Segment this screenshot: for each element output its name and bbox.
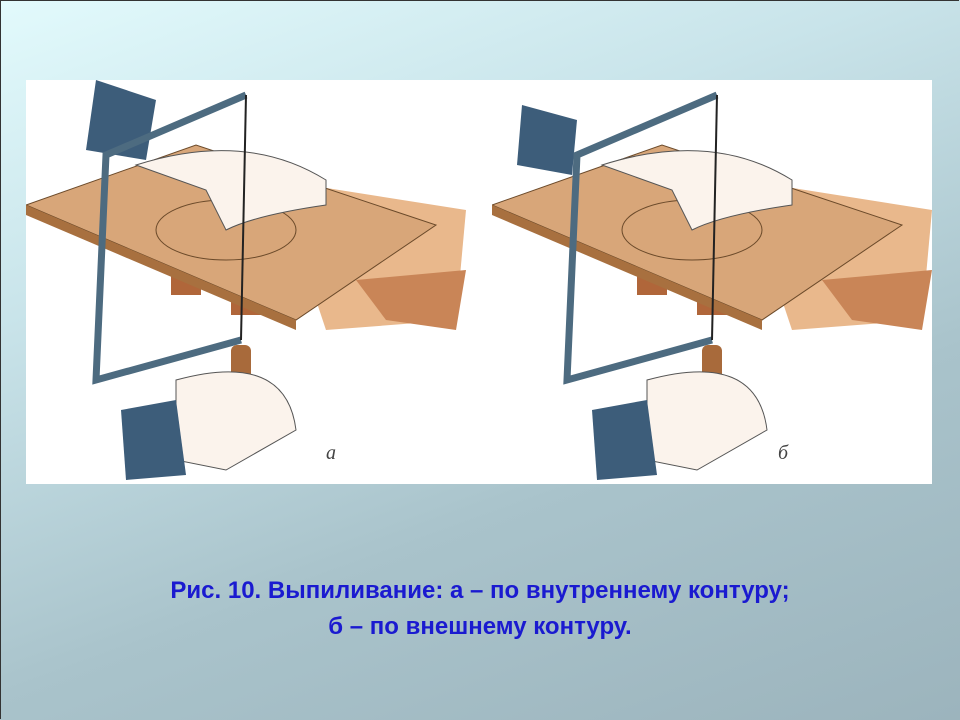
panel-b-label: б (778, 442, 789, 464)
panel-a-label: а (326, 442, 336, 464)
caption-line-1: Рис. 10. Выпиливание: а – по внутреннему… (170, 577, 790, 604)
panel-b-illustration (492, 91, 932, 480)
figure-caption: Рис. 10. Выпиливание: а – по внутреннему… (0, 573, 960, 645)
caption-line-2: б – по внешнему контуру. (328, 613, 632, 640)
fretsaw-illustration: а б (26, 80, 932, 484)
panel-a-illustration (26, 80, 466, 480)
